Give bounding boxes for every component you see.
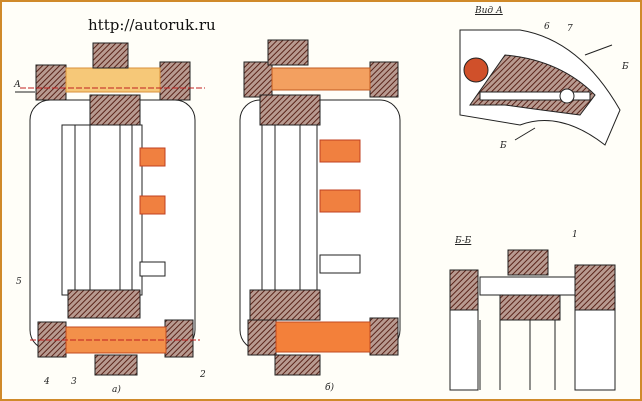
callout-7: 7 <box>567 24 573 34</box>
figure-b-drawing <box>239 39 401 376</box>
view-a-title: Вид А <box>475 6 503 16</box>
callout-3: 3 <box>71 377 77 387</box>
watermark-url: http://autoruk.ru <box>88 16 216 34</box>
figure-b-caption: б) <box>325 383 335 393</box>
callout-6: 6 <box>544 22 550 32</box>
section-bb-drawing <box>449 249 616 391</box>
callout-1: 1 <box>572 230 578 240</box>
callout-2: 2 <box>200 370 206 380</box>
figure-a-drawing <box>15 42 205 376</box>
section-bb-title: Б-Б <box>455 236 472 246</box>
callout-5: 5 <box>16 277 22 287</box>
callout-4: 4 <box>44 377 50 387</box>
view-a-drawing <box>459 29 621 146</box>
view-arrow-label: А <box>14 80 21 90</box>
section-mark-b-top: Б <box>622 62 629 72</box>
figure-a-caption: а) <box>112 385 121 395</box>
section-mark-b-bottom: Б <box>500 141 507 151</box>
